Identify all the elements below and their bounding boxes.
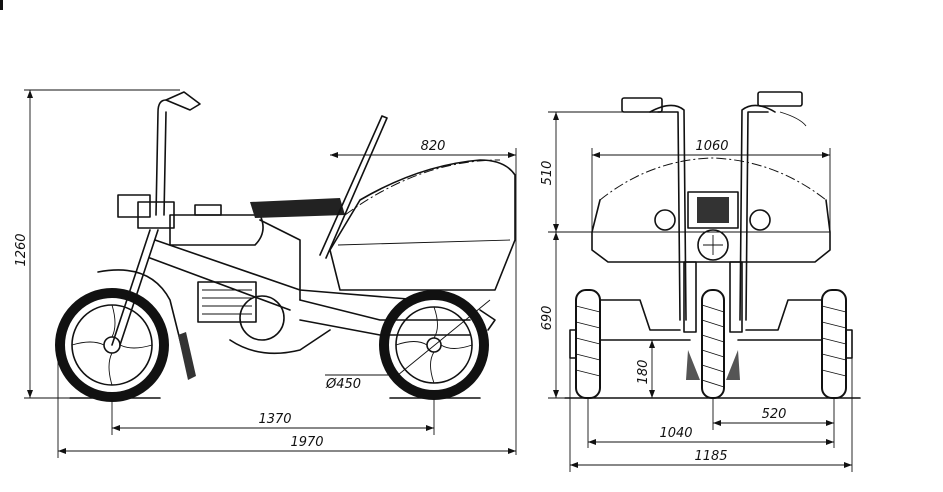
engine-block [197,281,257,323]
label-front-body-width: 1060 [695,139,728,154]
rear-swingarm [299,299,471,336]
front-view: 510 690 1060 180 520 [540,91,861,472]
cargo-body [329,159,516,291]
right-grip [757,91,803,107]
right-side-lamp [749,209,771,231]
dim-wheelbase: 1370 [111,398,435,435]
fork-right [729,261,743,333]
front-body-centerline [599,157,827,201]
rear-wheel [379,290,489,400]
corner-mark [0,0,3,10]
label-track: 1040 [659,426,692,441]
fuel-cap [194,204,222,216]
engine-fins [202,289,252,315]
front-fender [97,269,186,361]
dim-body-width: 820 [330,139,517,455]
front-headlamp [687,191,739,229]
frame [149,219,421,311]
fork-left [683,261,697,333]
left-grip [621,97,663,113]
front-handlebar-left [649,104,687,321]
label-ground-clearance: 180 [636,360,651,385]
headlamp [117,194,151,218]
label-body-width: 820 [421,139,446,154]
fuel-tank [169,214,264,246]
dim-overall-height: 1260 [14,89,180,399]
brake-cable [779,111,807,127]
front-mudflaps [686,350,740,380]
label-lower-height: 690 [540,306,555,331]
rear-right-wheel [821,289,847,399]
mud-flap [178,332,196,380]
label-wheel-diameter: Ø450 [325,377,361,392]
seat [250,198,345,218]
dim-front-heights: 510 690 [540,111,640,399]
rear-axle-frame [599,299,827,341]
dim-overall-length: 1970 [57,345,516,458]
backrest-bar [319,115,388,259]
exhaust-pipe [229,329,331,355]
label-overall-width: 1185 [694,449,727,464]
handlebar-stem [155,99,167,216]
left-side-lamp [654,209,676,231]
dim-front-body-width: 1060 [591,139,831,232]
right-hub [845,329,853,359]
rear-reflector [479,309,496,331]
label-wheelbase: 1370 [258,412,291,427]
dim-track: 1040 [587,398,835,448]
engine-cover [239,295,285,341]
side-view: 1260 820 Ø450 1370 1970 [14,89,517,458]
cargo-centerline [344,159,501,216]
dim-half-track: 520 [712,398,835,430]
dim-wheel-diameter: Ø450 [325,299,491,392]
label-overall-length: 1970 [290,435,323,450]
label-half-track: 520 [762,407,787,422]
headlamp-lens [697,197,729,223]
handlebar-grip [165,91,201,111]
cargo-seam [337,239,511,246]
dim-overall-width: 1185 [569,358,853,472]
left-hub [569,329,577,359]
dim-ground-clearance: 180 [636,340,655,398]
label-overall-height: 1260 [14,233,29,266]
label-upper-height: 510 [540,161,555,186]
speedometer [697,229,729,261]
front-fork [111,229,159,346]
front-handlebar-right [739,104,776,321]
front-cargo-body [591,199,831,263]
rear-left-wheel [575,289,601,399]
